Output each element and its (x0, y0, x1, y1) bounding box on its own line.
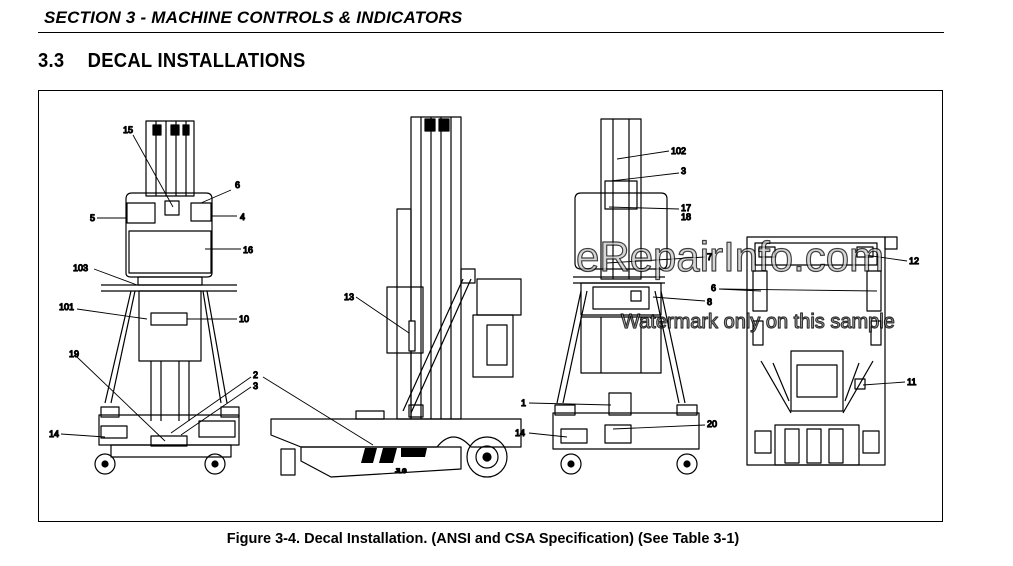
subsection-number: 3.3 (38, 50, 65, 72)
callout-17: 17 (681, 203, 691, 213)
callout-13: 13 (344, 292, 354, 302)
watermark-main: eRepairInfo.com (576, 233, 884, 280)
callout-11: 11 (907, 377, 916, 387)
callout-103: 103 (73, 263, 88, 273)
callout-6b: 6 (711, 283, 716, 293)
watermark-sub: Watermark only on this sample (621, 311, 895, 333)
callout-8: 8 (707, 297, 712, 307)
decal-installation-figure: JLG (48, 116, 920, 478)
callout-10: 10 (239, 314, 249, 324)
callout-2: 2 (253, 370, 258, 380)
header-rule (38, 32, 944, 33)
callout-3b: 3 (681, 166, 686, 176)
callout-14a: 14 (49, 429, 59, 439)
figure-frame: JLG (38, 90, 943, 522)
callout-6a: 6 (235, 180, 240, 190)
callout-19: 19 (69, 349, 79, 359)
callout-4: 4 (240, 212, 245, 222)
callout-16: 16 (243, 245, 253, 255)
leader-lines (60, 134, 908, 446)
callout-20: 20 (707, 419, 717, 429)
callout-5: 5 (90, 213, 95, 223)
front-view (94, 120, 240, 475)
callout-15: 15 (123, 125, 133, 135)
callout-1: 1 (521, 398, 526, 408)
callout-12: 12 (909, 256, 919, 266)
callout-labels: 15 6 5 4 16 103 101 10 19 2 3 14 13 102 … (48, 124, 919, 439)
rear-view (552, 118, 700, 475)
jlg-logo-text: JLG (395, 469, 407, 475)
side-view: JLG (270, 116, 522, 478)
figure-caption: Figure 3-4. Decal Installation. (ANSI an… (226, 531, 740, 547)
subsection-title: DECAL INSTALLATIONS (87, 50, 306, 72)
callout-101: 101 (59, 302, 74, 312)
subsection-heading: 3.3 DECAL INSTALLATIONS (38, 50, 306, 73)
top-view (746, 236, 898, 466)
section-header: SECTION 3 - MACHINE CONTROLS & INDICATOR… (44, 8, 463, 27)
callout-18: 18 (681, 212, 691, 222)
callout-3a: 3 (253, 381, 258, 391)
callout-102: 102 (671, 146, 686, 156)
callout-14b: 14 (515, 428, 525, 438)
callout-7: 7 (707, 252, 712, 262)
